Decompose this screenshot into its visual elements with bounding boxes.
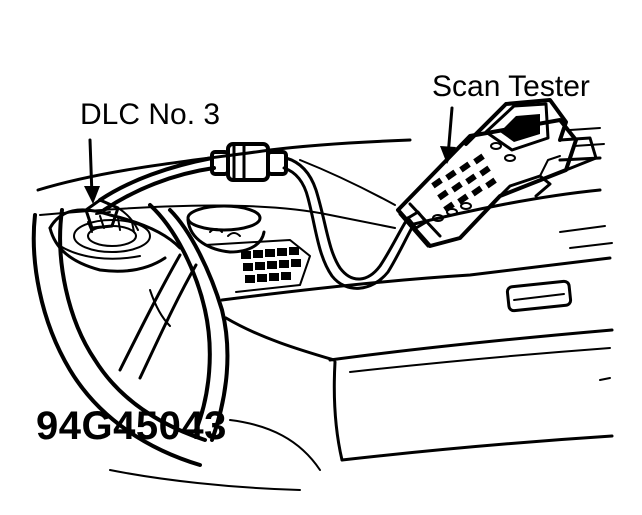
instrument-cluster xyxy=(48,208,182,273)
tester-cable xyxy=(98,156,416,290)
steering-wheel xyxy=(31,203,230,467)
center-console xyxy=(186,204,311,293)
scan-tester-label: Scan Tester xyxy=(432,70,590,103)
dlc-label: DLC No. 3 xyxy=(80,98,221,131)
windshield-lines xyxy=(569,127,605,147)
figure-code: 94G45043 xyxy=(36,404,227,448)
scan-tester-device xyxy=(396,98,598,248)
cable-adapter xyxy=(210,142,288,182)
scan-tester-leader-arrow xyxy=(440,106,456,164)
dlc-leader-arrow xyxy=(84,138,100,204)
dlc-connector xyxy=(84,198,139,231)
